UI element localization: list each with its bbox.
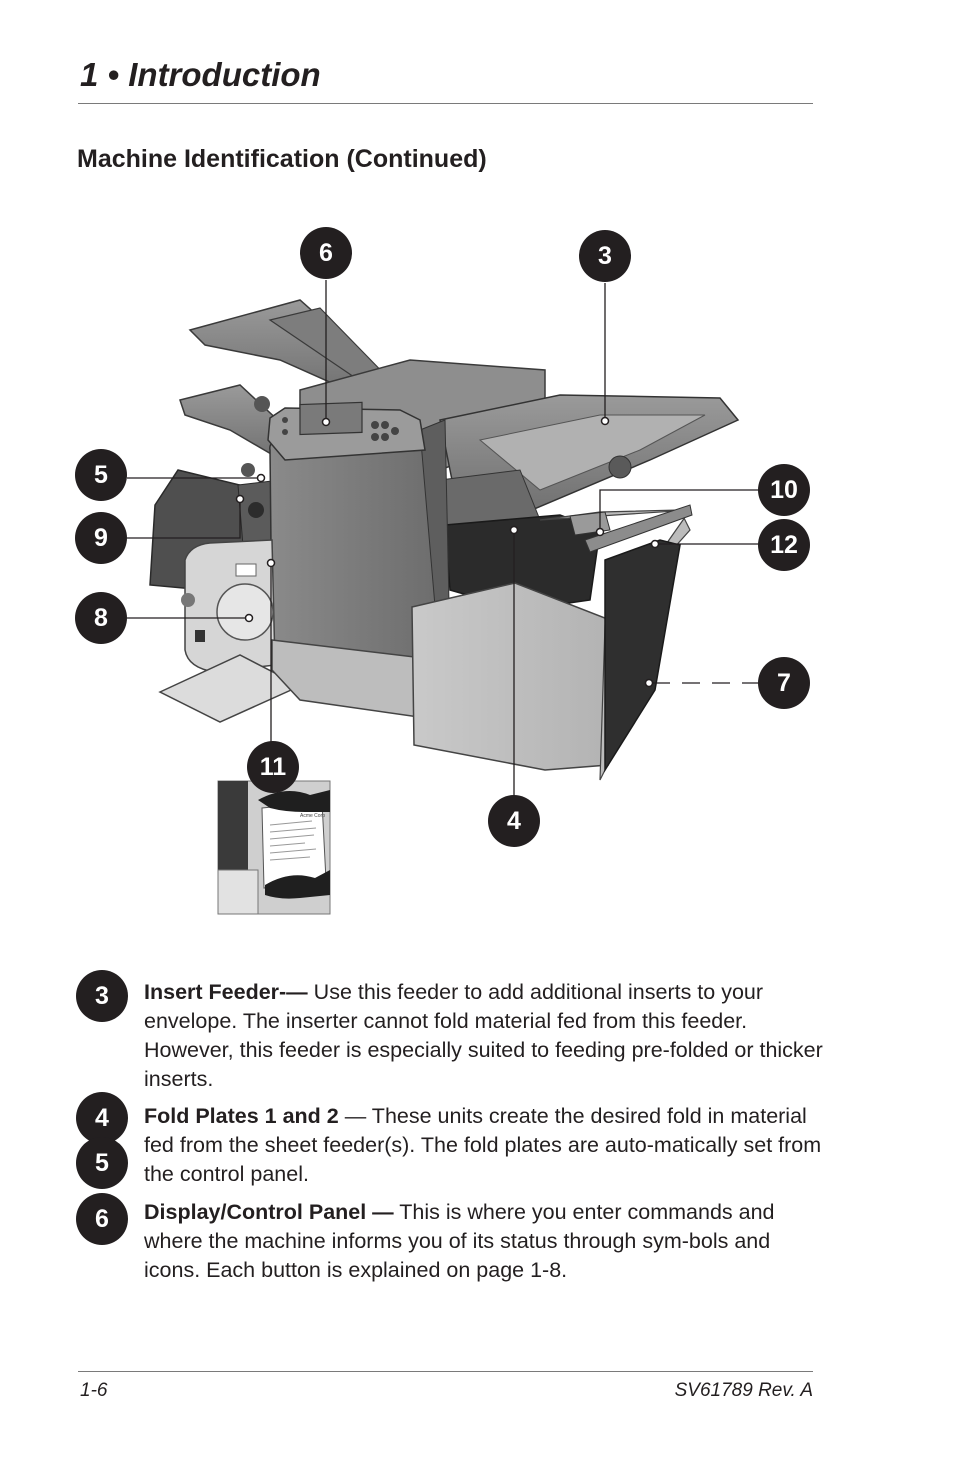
item-term: Display/Control Panel — <box>144 1200 394 1224</box>
item-badge-3: 3 <box>76 970 128 1022</box>
callout-badge-10: 10 <box>758 464 810 516</box>
insert-feeder-tray <box>439 394 740 536</box>
item-badge-5: 5 <box>76 1137 128 1189</box>
callout-badge-3: 3 <box>579 230 631 282</box>
page-number: 1-6 <box>80 1380 108 1401</box>
item-fold-plates: Fold Plates 1 and 2 — These units create… <box>144 1102 824 1189</box>
machine-figure: Acme Corp 6 3 5 9 8 10 12 7 11 4 <box>75 227 810 915</box>
item-text: Use this feeder to add additional insert… <box>144 980 823 1091</box>
callout-badge-4: 4 <box>488 795 540 847</box>
document-id: SV61789 Rev. A <box>674 1380 813 1401</box>
callout-badge-5: 5 <box>75 449 127 501</box>
item-term: Fold Plates 1 and 2 <box>144 1104 339 1128</box>
envelope-feeder <box>181 539 276 673</box>
item-insert-feeder: Insert Feeder-— Use this feeder to add a… <box>144 978 824 1094</box>
callout-anchor-dots <box>235 416 660 688</box>
machine-illustration: Acme Corp <box>127 280 760 915</box>
callout-badge-7: 7 <box>758 657 810 709</box>
machine-base <box>271 582 611 771</box>
item-control-panel: Display/Control Panel — This is where yo… <box>144 1198 824 1285</box>
item-text: — These units create the desired fold in… <box>144 1104 822 1186</box>
callout-badge-12: 12 <box>758 519 810 571</box>
item-badge-6: 6 <box>76 1193 128 1245</box>
inset-doc-text: Acme Corp <box>300 813 325 819</box>
inset-photo: Acme Corp <box>217 780 331 915</box>
callout-badge-8: 8 <box>75 592 127 644</box>
header-rule <box>78 103 813 104</box>
fold-plate-area <box>444 514 601 611</box>
item-text: This is where you enter commands and whe… <box>144 1200 775 1282</box>
item-badge-4: 4 <box>76 1092 128 1144</box>
chapter-title: 1 • Introduction <box>80 56 321 93</box>
item-term: Insert Feeder-— <box>144 980 308 1004</box>
section-title: Machine Identification (Continued) <box>77 145 487 173</box>
callout-badge-9: 9 <box>75 512 127 564</box>
footer-rule <box>78 1371 813 1372</box>
callout-badge-6: 6 <box>300 227 352 279</box>
control-panel <box>267 401 426 461</box>
callout-leaders <box>127 280 760 797</box>
callout-badge-11: 11 <box>247 741 299 793</box>
